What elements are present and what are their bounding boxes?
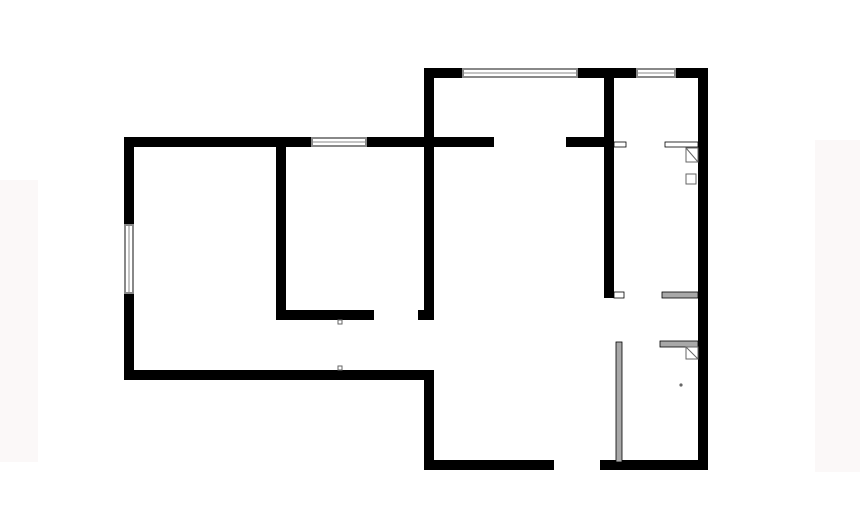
partition-middle (661, 291, 699, 299)
partition-upper-stub (613, 141, 627, 148)
interior-walls (276, 78, 614, 320)
wall-bottom-right (600, 460, 708, 470)
window-top-large (462, 68, 578, 78)
wall-right-outer (698, 68, 708, 470)
wall-center-vertical (424, 147, 434, 320)
wall-kitchen-stub (566, 137, 614, 147)
window-living-left (124, 224, 134, 294)
fixture-cabinet-upper-small (685, 173, 697, 185)
window-bedroom (311, 137, 367, 147)
wall-bottom-left (424, 460, 554, 470)
wall-bottom-left-wing (124, 370, 434, 380)
socket-icon-upper (337, 319, 343, 325)
wall-step-down (424, 370, 434, 470)
wall-bedroom-bottom (276, 310, 374, 320)
wall-top-left-wing (124, 137, 494, 147)
floor-drain-icon (679, 383, 683, 387)
partitions (613, 141, 699, 463)
right-side-panel (815, 140, 860, 472)
wall-bath-divider (604, 78, 614, 298)
left-side-panel (0, 180, 38, 462)
wall-bedroom-divider (276, 147, 286, 320)
wall-upper-left-riser (424, 68, 434, 147)
sliding-door-vertical (615, 341, 623, 463)
windows (124, 68, 676, 294)
partition-right-top (664, 141, 699, 148)
partition-lower (659, 340, 699, 348)
partition-bath-stub (613, 291, 625, 299)
window-top-small (636, 68, 676, 78)
fixtures (337, 147, 699, 387)
wall-center-stub (418, 310, 434, 320)
socket-icon-lower (337, 365, 343, 371)
